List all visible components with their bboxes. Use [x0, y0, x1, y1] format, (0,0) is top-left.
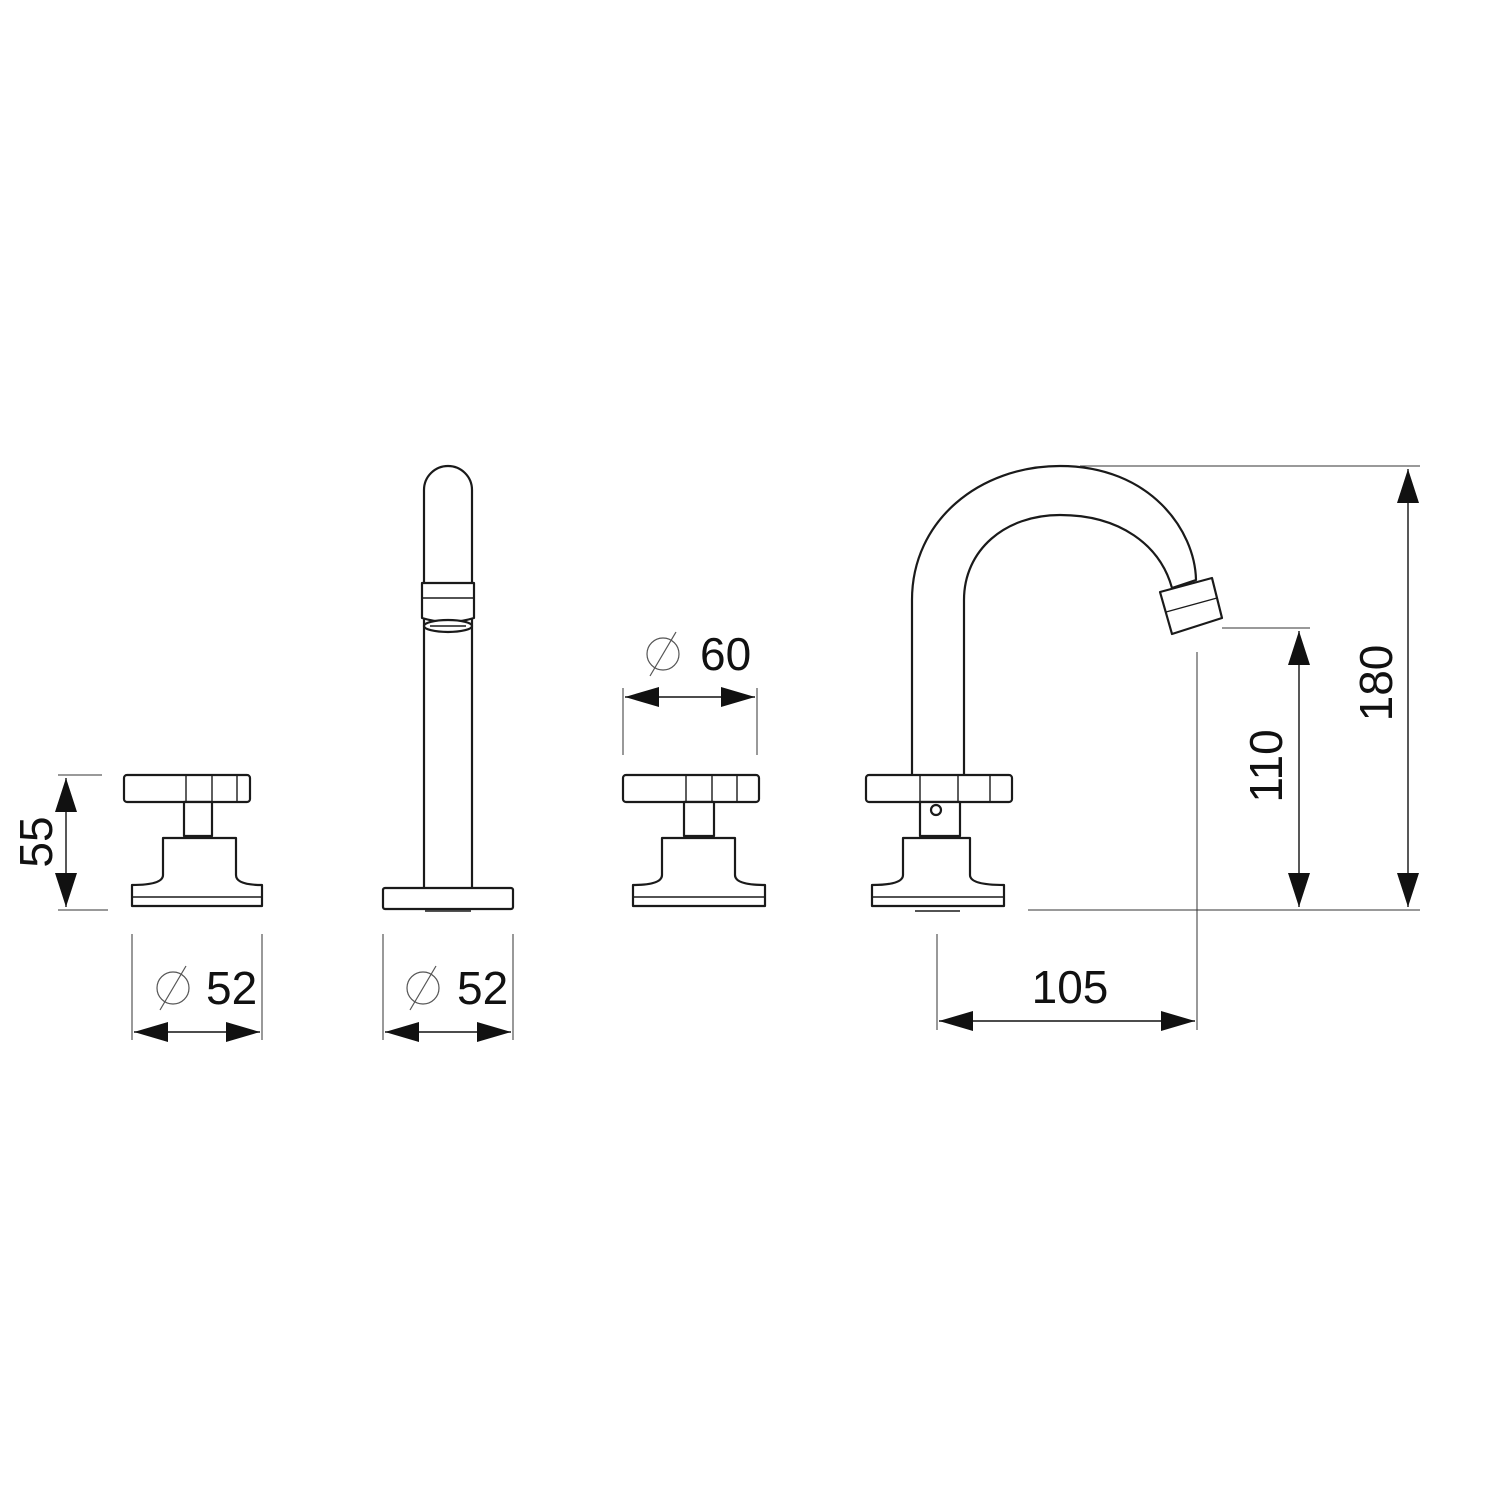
dimension-handle-base-diameter: 52 — [131, 934, 263, 1042]
diameter-symbol-icon — [646, 631, 680, 677]
middle-handle-lever — [621, 773, 761, 804]
label-spout-total-height: 180 — [1350, 645, 1402, 722]
set-screw-icon — [929, 803, 943, 817]
spout-side-view — [381, 464, 515, 912]
spout-aerator-side — [420, 581, 476, 624]
label-handle-height: 55 — [10, 816, 62, 867]
dimension-spout-total-height: 180 — [1080, 465, 1420, 907]
middle-handle-stem — [682, 800, 716, 838]
label-spout-base-diameter: 52 — [457, 962, 508, 1014]
dimension-spout-reach: 105 — [936, 652, 1198, 1031]
label-handle-diameter: 60 — [700, 628, 751, 680]
diameter-symbol-icon — [156, 965, 190, 1011]
dimension-spout-base-diameter: 52 — [382, 934, 514, 1042]
left-handle-lever — [122, 773, 252, 804]
middle-handle-base — [631, 836, 767, 908]
diameter-symbol-icon — [406, 965, 440, 1011]
label-handle-base-diameter: 52 — [206, 962, 257, 1014]
label-spout-reach: 105 — [1032, 961, 1109, 1013]
right-handle-base — [870, 836, 1006, 908]
right-handle-stem — [918, 800, 962, 838]
left-handle-base — [130, 836, 264, 908]
right-gooseneck-assembly — [864, 464, 1224, 912]
left-handle-stem — [182, 800, 214, 838]
gooseneck-aerator — [1158, 576, 1224, 636]
spout-base-plate — [381, 886, 515, 911]
spout-body-side — [422, 464, 474, 892]
middle-cross-handle — [621, 773, 767, 908]
dimension-spout-outlet-height: 110 — [1028, 627, 1420, 911]
left-cross-handle — [122, 773, 264, 908]
dimension-handle-height: 55 — [10, 774, 108, 911]
label-spout-outlet-height: 110 — [1240, 729, 1292, 802]
dimension-handle-diameter: 60 — [622, 628, 758, 755]
gooseneck-spout-body — [910, 464, 1198, 792]
